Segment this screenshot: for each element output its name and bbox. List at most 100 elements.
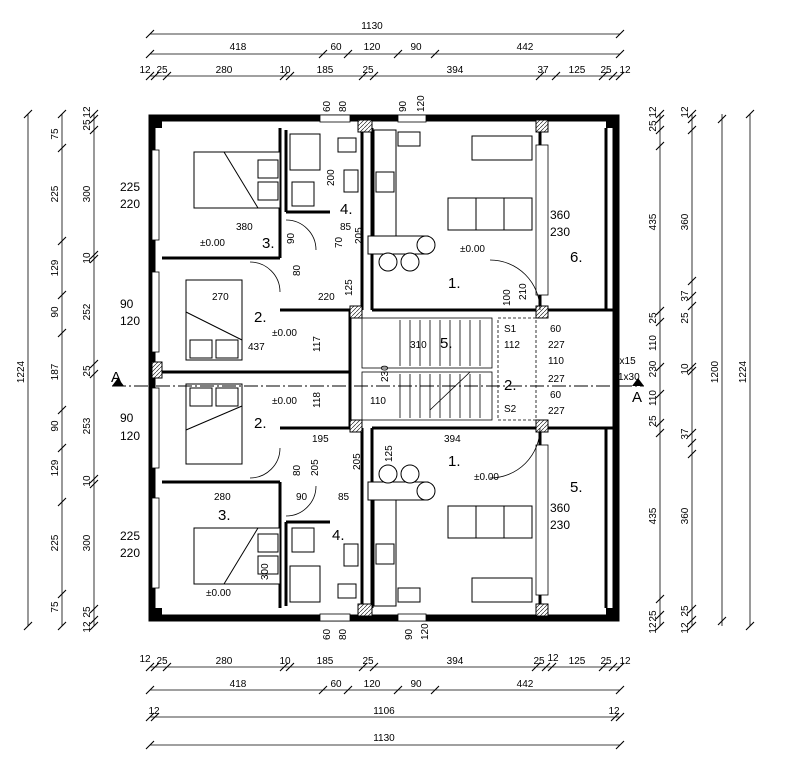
opening-label: 80 [338,628,349,640]
window-label: 230 [550,518,570,532]
opening-labels: 60 80 90 120 60 80 90 120 [322,95,431,640]
right-dimension-labels: 1224 1200 12 25 435 25 110 230 110 25 43… [648,106,749,634]
dim-label: 25 [648,312,659,324]
dimension-lines [27,33,751,746]
dim-label: 37 [680,290,691,302]
interior-label: 300 [260,563,271,580]
bathroom-fixtures [289,133,359,603]
dim-label: 10 [279,65,291,76]
window-label: 360 [550,208,570,222]
left-dimension-labels: 1224 75 225 129 90 187 90 129 225 75 25 … [16,106,93,633]
window-label: 90 [120,297,134,311]
dim-label: 442 [517,42,534,53]
interior-label: 60 [550,390,562,401]
room-number: 2. [504,377,517,394]
room-number: 5. [440,335,453,352]
level-marker: ±0.00 [474,472,499,483]
doors [249,219,541,517]
opening-label: 120 [420,623,431,640]
dim-label: 90 [410,42,422,53]
interior-label: 112 [504,340,520,351]
interior-label: 227 [548,340,565,351]
dim-label: 125 [569,656,586,667]
dim-label: 1224 [16,360,27,383]
dim-label: 10 [82,475,93,487]
interior-label: 437 [248,342,265,353]
dim-label: 25 [680,312,691,324]
window-label: 90 [120,411,134,425]
dim-label: 37 [680,428,691,440]
interior-label: 90 [296,492,308,503]
interior-label: 118 [312,392,323,408]
window-label: 220 [120,197,140,211]
dim-label: 435 [648,213,659,230]
dim-label: 129 [50,459,61,476]
dim-label: 37 [537,65,549,76]
opening-label: 120 [416,95,427,112]
dim-label: 120 [364,42,381,53]
interior-label: 80 [292,464,303,476]
interior-label: 227 [548,374,565,385]
interior-label: 85 [338,492,350,503]
opening-label: 80 [338,100,349,112]
opening-label: 90 [404,628,415,640]
section-label-left: A [111,369,121,386]
interior-label: 220 [318,292,335,303]
dim-label: 25 [533,656,545,667]
dim-label: 12 [608,706,620,717]
dim-label: 10 [82,252,93,264]
sofa [447,135,533,603]
dim-label: 75 [50,601,61,613]
dim-label: 12 [619,656,631,667]
stair-label: S1 [504,324,517,335]
room-number: 2. [254,415,267,432]
section-line: A A [111,369,644,406]
room-number: 3. [218,507,231,524]
room-number: 2. [254,309,267,326]
dim-label: 10 [680,363,691,375]
bottom-dimension-labels: 12 25 280 10 185 25 394 25 12 125 25 12 … [139,653,631,744]
dim-label: 90 [50,306,61,318]
interior-label: 125 [384,445,395,462]
dim-label: 1200 [710,360,721,383]
interior-label: 227 [548,406,565,417]
dim-label: 360 [680,507,691,524]
dim-label: 25 [648,120,659,132]
window-label: 120 [120,429,140,443]
dim-label: 418 [230,679,247,690]
dim-label: 60 [330,679,342,690]
interior-label: 380 [236,222,253,233]
window-label: 220 [120,546,140,560]
window-label: 225 [120,529,140,543]
dim-label: 60 [330,42,342,53]
dim-label: 1130 [373,733,395,744]
dim-label: 125 [569,65,586,76]
dim-label: 12 [648,106,659,118]
dim-label: 12 [82,106,93,118]
dim-label: 12 [619,65,631,76]
dim-label: 129 [50,259,61,276]
window-label: 225 [120,180,140,194]
dim-label: 252 [82,303,93,320]
room-number: 1. [448,453,461,470]
level-marker: ±0.00 [200,238,225,249]
dim-label: 25 [82,606,93,618]
room-number: 4. [332,527,345,544]
dim-label: 75 [50,128,61,140]
interior-label: 195 [312,434,329,445]
dim-label: 185 [317,65,334,76]
dim-label: 25 [600,656,612,667]
interior-label: 80 [292,264,303,276]
dim-label: 12 [139,65,151,76]
dim-label: 110 [648,390,659,406]
interior-label: 270 [212,292,229,303]
dim-label: 418 [230,42,247,53]
interior-label: 200 [326,169,337,186]
dim-label: 253 [82,417,93,434]
level-marker: ±0.00 [272,396,297,407]
interior-label: 110 [370,396,386,407]
dim-label: 90 [410,679,422,690]
opening-label: 90 [398,100,409,112]
dim-label: 25 [362,65,374,76]
level-marker: ±0.00 [206,588,231,599]
